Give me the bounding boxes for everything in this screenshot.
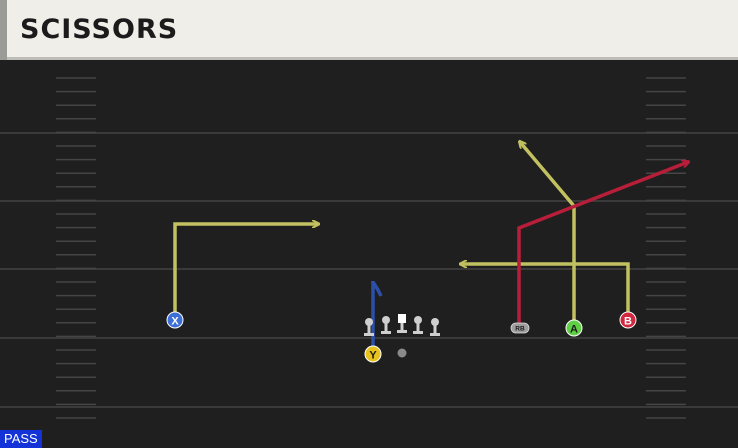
player-x-label: X bbox=[171, 316, 179, 328]
lineman-left-tackle bbox=[364, 318, 374, 336]
lineman-right-tackle bbox=[430, 318, 440, 336]
play-type-badge: PASS bbox=[0, 430, 42, 448]
lineman-right-guard bbox=[413, 316, 423, 334]
player-y[interactable]: Y bbox=[364, 345, 382, 363]
play-header: SCISSORS bbox=[0, 0, 738, 60]
lineman-center bbox=[397, 314, 407, 333]
play-title: SCISSORS bbox=[20, 14, 179, 45]
player-a-label: A bbox=[570, 324, 578, 336]
hash-marks-right bbox=[646, 77, 686, 419]
quarterback-marker bbox=[397, 348, 407, 358]
player-rb-label: RB bbox=[515, 326, 525, 333]
offensive-line bbox=[364, 314, 440, 336]
route-rb-corner bbox=[517, 162, 688, 327]
lineman-left-guard bbox=[381, 316, 391, 334]
player-b-label: B bbox=[624, 316, 632, 328]
route-y-block bbox=[371, 281, 383, 352]
player-y-label: Y bbox=[369, 350, 377, 362]
player-rb[interactable]: RB bbox=[510, 322, 530, 334]
yard-lines bbox=[0, 132, 738, 408]
player-a[interactable]: A bbox=[565, 319, 583, 337]
player-b[interactable]: B bbox=[619, 311, 637, 329]
field-background bbox=[0, 60, 738, 448]
route-b-in bbox=[461, 264, 630, 319]
header-accent-bar bbox=[0, 0, 7, 60]
hash-marks-left bbox=[56, 77, 96, 419]
play-diagram-field: X Y A B RB bbox=[0, 60, 738, 448]
route-x-out bbox=[173, 224, 318, 318]
player-x[interactable]: X bbox=[166, 311, 184, 329]
